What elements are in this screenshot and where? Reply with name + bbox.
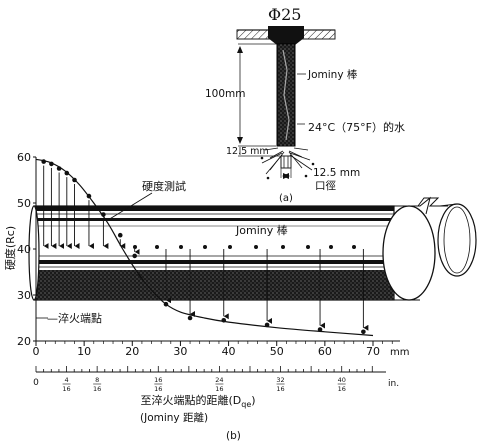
caption-a: (a) <box>279 193 293 204</box>
y-axis-ticks: 20 30 40 50 60 <box>17 151 36 348</box>
y-tick-label: 60 <box>17 151 31 164</box>
x-tick-label: 40 <box>222 345 236 358</box>
x-tick-label: 0 <box>33 345 40 358</box>
test-point-marker <box>179 245 183 249</box>
test-point-marker <box>228 245 232 249</box>
orifice-dimension <box>280 168 292 179</box>
test-point-marker <box>203 245 207 249</box>
test-point-marker <box>254 245 258 249</box>
test-point-marker <box>281 245 285 249</box>
y-tick-label: 30 <box>17 289 31 302</box>
water-label: 24°C（75°F）的水 <box>308 120 405 134</box>
data-point <box>221 318 227 323</box>
x-axis-label: 至淬火端點的距離(Dqe) <box>140 393 255 409</box>
diameter-label: Φ25 <box>268 5 301 24</box>
part-a-apparatus: Φ25 Jominy 棒 100mm 24°C（75°F）的水 12.5 mm … <box>205 5 405 204</box>
x-axis-label-2: (Jominy 距離) <box>140 411 208 424</box>
y-tick-label: 40 <box>17 243 31 256</box>
x-tick-label: 30 <box>173 345 187 358</box>
hardness-test-arrows <box>43 165 369 331</box>
caption-b: (b) <box>226 430 241 442</box>
test-point-marker <box>352 245 356 249</box>
x-axis-ticks: 0 10 20 30 40 50 60 70 <box>33 341 393 358</box>
y-axis-label: 硬度(Rc) <box>3 226 17 270</box>
data-point <box>117 232 123 238</box>
inch-unit-label: in. <box>388 379 399 389</box>
hardness-test-leader <box>107 192 153 221</box>
gap-dimension <box>238 147 280 157</box>
orifice-label-1: 12.5 mm <box>313 167 360 179</box>
hardness-test-label: 硬度測試 <box>142 179 186 193</box>
orifice-label-2: 口徑 <box>315 179 336 192</box>
test-markers <box>133 245 356 249</box>
data-points <box>41 159 366 335</box>
length-dimension <box>237 43 276 147</box>
data-point <box>86 193 92 199</box>
data-point <box>163 301 169 307</box>
inch-tick-denominator: 16 <box>215 385 223 393</box>
data-point <box>361 329 366 335</box>
data-point <box>64 170 70 176</box>
bar-label-a: Jominy 棒 <box>307 68 358 81</box>
inch-tick-denominator: 16 <box>62 385 70 393</box>
data-point <box>72 177 77 183</box>
inch-tick-denominator: 16 <box>93 385 101 393</box>
y-tick-label: 50 <box>17 197 31 210</box>
data-point <box>187 315 193 321</box>
test-point-marker <box>306 245 310 249</box>
length-label: 100mm <box>205 88 246 100</box>
inch-tick-label: 0 <box>33 378 39 388</box>
test-point-marker <box>133 245 137 249</box>
fixture-plate <box>300 29 336 40</box>
x-unit-label: mm <box>390 347 409 358</box>
inch-tick-numerator: 40 <box>338 376 346 384</box>
inch-tick-numerator: 32 <box>276 376 284 384</box>
hardness-curve <box>35 158 374 337</box>
data-point <box>264 322 270 328</box>
inch-tick-denominator: 16 <box>154 385 162 393</box>
x-tick-label: 50 <box>270 345 284 358</box>
inch-tick-numerator: 16 <box>154 376 162 384</box>
gap-label: 12.5 mm <box>226 146 269 157</box>
x-tick-label: 60 <box>318 345 332 358</box>
x-axis-label-close: ) <box>251 394 255 407</box>
x-axis-label-main: 至淬火端點的距離(D <box>140 393 241 407</box>
inch-tick-numerator: 8 <box>95 376 99 384</box>
data-point <box>132 253 137 259</box>
quenched-end-label: —淬火端點 <box>47 311 102 325</box>
data-point <box>41 159 47 164</box>
x-axis-label-sub: qe <box>241 400 251 409</box>
test-point-marker <box>155 245 159 249</box>
jominy-bar-specimen <box>276 43 296 147</box>
bar-label-b: Jominy 棒 <box>235 223 288 237</box>
test-point-marker <box>329 245 333 249</box>
x-tick-label: 10 <box>77 345 91 358</box>
x-tick-label: 20 <box>125 345 139 358</box>
part-b-bar-illustration: 硬度測試 Jominy 棒 <box>28 179 477 301</box>
data-point <box>317 327 323 332</box>
quenched-end-dash: — <box>47 312 58 325</box>
data-point <box>56 166 62 171</box>
inch-tick-numerator: 4 <box>65 376 69 384</box>
water-nozzle <box>280 155 292 169</box>
fixture-plate <box>236 29 272 40</box>
inch-tick-denominator: 16 <box>338 385 346 393</box>
water-spray <box>260 147 315 180</box>
data-point <box>49 161 54 167</box>
inch-tick-denominator: 16 <box>276 385 284 393</box>
data-point <box>101 212 106 217</box>
y-tick-label: 20 <box>17 335 31 348</box>
bar-collar <box>268 26 304 45</box>
inch-tick-numerator: 24 <box>215 376 223 384</box>
quenched-end-text: 淬火端點 <box>58 311 102 325</box>
x-tick-label: 70 <box>366 345 380 358</box>
